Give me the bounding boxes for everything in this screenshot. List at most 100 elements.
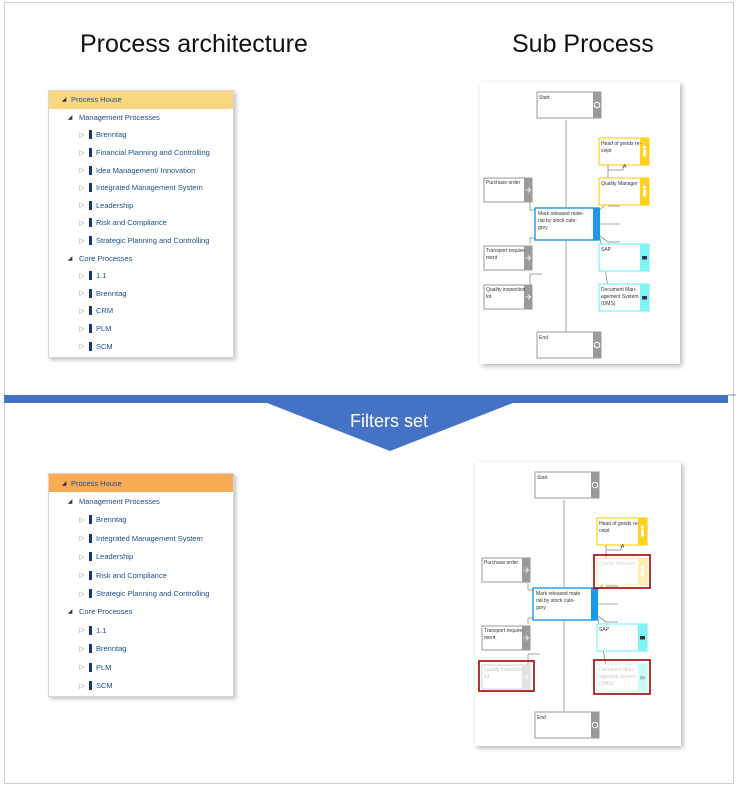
collapse-icon: ▷	[79, 553, 85, 561]
function-label: Mark released mate-rial by stock cate-go…	[536, 591, 582, 611]
tree-item[interactable]: ▷Leadership	[49, 548, 233, 566]
purchase-order-label: Purchase order	[484, 560, 519, 566]
collapse-icon: ▷	[79, 202, 85, 210]
tree-item-label: Brenntag	[96, 515, 127, 525]
sap-system-label: SAP	[599, 627, 610, 633]
tree-root[interactable]: ◢ Process House	[49, 91, 233, 109]
filter-banner	[4, 394, 736, 451]
process-bar-icon	[89, 515, 92, 525]
filter-highlight-dms	[593, 659, 651, 695]
end-event-box	[536, 331, 602, 359]
transport-requirement-label: Transport require-ment	[484, 628, 524, 641]
tree-item-label: 1.1	[96, 625, 107, 635]
tree-item[interactable]: ▷PLM	[49, 320, 233, 338]
collapse-icon: ▷	[79, 645, 85, 653]
tree-item[interactable]: ▷ Brenntag	[49, 511, 233, 529]
tree-item-label: PLM	[96, 662, 112, 672]
dms-system-label: Document Man-agement System(DMS)	[599, 667, 637, 687]
process-bar-icon	[89, 130, 92, 140]
collapse-icon: ▷	[79, 184, 85, 192]
dms-system-label: Document Man-agement System(DMS)	[601, 287, 639, 307]
process-bar-icon	[89, 271, 92, 281]
tree-item-label: SCM	[96, 341, 113, 351]
start-event-event-icon	[593, 101, 601, 109]
tree-item[interactable]: ▷ 1.1	[49, 621, 233, 639]
tree-item[interactable]: ▷Integrated Management System	[49, 179, 233, 197]
tree-group-label: Management Processes	[79, 497, 160, 507]
collapse-icon: ▷	[79, 219, 85, 227]
tree-item-label: Brenntag	[96, 288, 127, 298]
process-bar-icon	[89, 218, 92, 228]
purchase-order-label: Purchase order	[486, 180, 521, 186]
collapse-icon: ▷	[79, 627, 85, 635]
collapse-icon: ▷	[79, 664, 85, 672]
filters-set-label: Filters set	[349, 411, 428, 431]
expand-icon: ◢	[67, 609, 73, 616]
tree-item[interactable]: ▷1.1	[49, 267, 233, 285]
tree-item-label: Strategic Planning and Controlling	[96, 236, 210, 246]
tree-item-label: Idea Management/ Innovation	[96, 165, 196, 175]
tree-root[interactable]: ◢Process House	[49, 474, 233, 493]
collapse-icon: ▷	[79, 237, 85, 245]
connector-a-label: A	[621, 544, 625, 550]
collapse-icon: ▷	[79, 343, 85, 351]
arrow-icon	[523, 635, 530, 641]
tree-root-label: Process House	[71, 95, 122, 105]
process-bar-icon	[89, 148, 92, 158]
process-bar-icon	[89, 288, 92, 298]
tree-group[interactable]: ◢ Core Processes	[49, 603, 233, 621]
tree-item[interactable]: ▷Strategic Planning and Controlling	[49, 584, 233, 602]
expand-icon: ◢	[61, 97, 67, 104]
collapse-icon: ▷	[79, 516, 85, 524]
tree-item-label: Integrated Management System	[96, 533, 203, 543]
tree-item-label: PLM	[96, 324, 112, 334]
tree-item-label: 1.1	[96, 271, 107, 281]
tree-item[interactable]: ▷Financial Planning and Controlling	[49, 144, 233, 162]
process-tree-bottom: ◢Process House◢Management Processes▷Bren…	[48, 473, 234, 697]
connector-a-label: A	[623, 164, 627, 170]
arrow-icon	[523, 674, 530, 680]
tree-group-label: Management Processes	[79, 112, 160, 122]
tree-group-label: Core Processes	[79, 607, 133, 617]
end-event-label: End	[539, 335, 548, 341]
tree-item[interactable]: ▷Brenntag	[49, 285, 233, 303]
sub-process-heading: Sub Process	[512, 30, 654, 58]
tree-item[interactable]: ▷SCM	[49, 676, 233, 694]
process-bar-icon	[89, 200, 92, 210]
collapse-icon: ▷	[79, 535, 85, 543]
tree-item[interactable]: ▷ SCM	[49, 337, 233, 355]
tree-item-label: Risk and Compliance	[96, 218, 167, 228]
person-icon-body	[643, 149, 646, 157]
process-bar-icon	[89, 552, 92, 562]
function-bar	[591, 588, 598, 620]
tree-item-label: Risk and Compliance	[96, 570, 167, 580]
banner-chevron	[262, 401, 518, 451]
quality-manager-label: Quality Manager	[599, 561, 636, 567]
tree-item[interactable]: ▷Brenntag	[49, 126, 233, 144]
tree-group[interactable]: ◢Core Processes	[49, 249, 233, 267]
tree-item[interactable]: ▷Risk and Compliance	[49, 566, 233, 584]
tree-group[interactable]: ◢Management Processes	[49, 109, 233, 127]
function-box	[534, 207, 600, 241]
tree-item[interactable]: ▷ Strategic Planning and Controlling	[49, 232, 233, 250]
process-bar-icon	[89, 341, 92, 351]
banner-band	[4, 395, 728, 403]
start-event-bar	[591, 472, 599, 498]
tree-group[interactable]: ◢Management Processes	[49, 492, 233, 510]
tree-item[interactable]: ▷CRM	[49, 302, 233, 320]
tree-item[interactable]: ▷ Integrated Management System	[49, 529, 233, 547]
tree-item-label: CRM	[96, 306, 114, 316]
process-bar-icon	[89, 625, 92, 635]
end-event-event-icon	[591, 721, 599, 729]
tree-item[interactable]: ▷Brenntag	[49, 640, 233, 658]
tree-item[interactable]: ▷Idea Management/ Innovation	[49, 161, 233, 179]
tree-item[interactable]: ▷ Risk and Compliance	[49, 214, 233, 232]
process-bar-icon	[89, 589, 92, 599]
sap-system-label: SAP	[601, 247, 612, 253]
tree-item[interactable]: ▷Leadership	[49, 197, 233, 215]
tree-item[interactable]: ▷ PLM	[49, 658, 233, 676]
person-icon-body	[643, 189, 646, 197]
